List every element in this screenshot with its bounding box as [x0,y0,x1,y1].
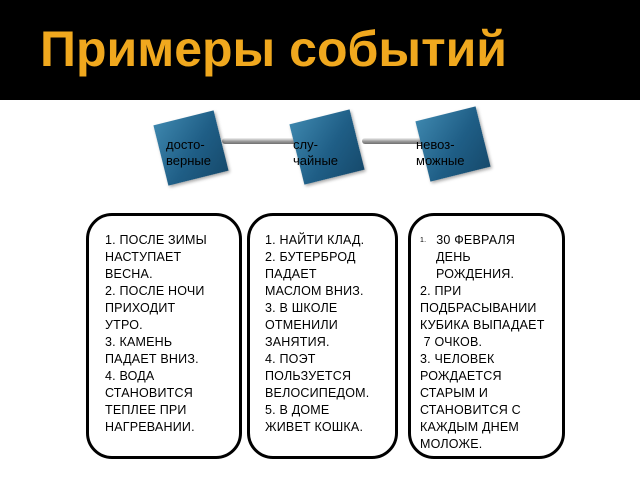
list-item: ЗАНЯТИЯ. [265,335,330,349]
list-item: РОЖДАЕТСЯ [420,369,502,384]
list-item: ПРИХОДИТ [105,301,176,315]
examples-box-impossible [408,213,565,459]
list-item: ТЕПЛЕЕ ПРИ [105,403,187,417]
list-item: СТАРЫМ И [420,386,489,401]
list-item: ДЕНЬ [436,250,471,265]
list-item: НАСТУПАЕТ [105,250,182,264]
list-item: ПОЛЬЗУЕТСЯ [265,369,352,383]
list-item: 2. ПРИ [420,284,462,299]
list-item: 3. КАМЕНЬ [105,335,173,349]
category-label-line: можные [416,153,465,168]
category-label-line: чайные [293,153,339,168]
list-item: ПОДБРАСЫВАНИИ [420,301,537,316]
category-label-random: слу-чайные [293,137,338,169]
examples-list-certain: 1. ПОСЛЕ ЗИМЫ НАСТУПАЕТ ВЕСНА. 2. ПОСЛЕ … [105,232,207,436]
list-item: ОТМЕНИЛИ [265,318,338,332]
list-item: 4. ВОДА [105,369,155,383]
list-item: ЖИВЕТ КОШКА. [265,420,364,434]
list-item: КАЖДЫМ ДНЕМ [420,420,520,435]
list-item: 2. БУТЕРБРОД [265,250,356,264]
list-item: МАСЛОМ ВНИЗ. [265,284,364,298]
list-item: КУБИКА ВЫПАДАЕТ [420,318,545,333]
list-item: 3. В ШКОЛЕ [265,301,338,315]
list-item: РОЖДЕНИЯ. [436,267,515,282]
category-label-line: слу- [293,137,318,152]
list-item: СТАНОВИТСЯ [105,386,193,400]
list-item: 7 ОЧКОВ. [420,335,483,350]
category-label-line: верные [166,153,211,168]
list-item: УТРО. [105,318,143,332]
connector-left [222,138,304,144]
list-item-text: 30 ФЕВРАЛЯ [436,233,516,247]
list-item: ВЕЛОСИПЕДОМ. [265,386,370,400]
list-item: 5. В ДОМЕ [265,403,330,417]
slide-title: Примеры событий [40,21,508,77]
category-label-line: невоз- [416,137,455,152]
examples-box-random [247,213,398,459]
list-item: 2. ПОСЛЕ НОЧИ [105,284,205,298]
list-item: 1. 30 ФЕВРАЛЯ [420,232,545,249]
list-item: 3. ЧЕЛОВЕК [420,352,495,367]
title-bar: Примеры событий [0,0,640,100]
examples-list-impossible: 1. 30 ФЕВРАЛЯ ДЕНЬ РОЖДЕНИЯ. 2. ПРИ ПОДБР… [420,232,545,453]
list-item: ВЕСНА. [105,267,153,281]
connector-right [362,138,434,144]
list-item: МОЛОЖЕ. [420,437,483,452]
list-item: 4. ПОЭТ [265,352,316,366]
category-label-line: досто- [166,137,205,152]
list-item: НАГРЕВАНИИ. [105,420,195,434]
list-item: ПАДАЕТ ВНИЗ. [105,352,199,366]
list-item: ПАДАЕТ [265,267,317,281]
category-label-certain: досто-верные [166,137,211,169]
category-label-impossible: невоз-можные [416,137,464,169]
examples-list-random: 1. НАЙТИ КЛАД. 2. БУТЕРБРОД ПАДАЕТ МАСЛО… [265,232,369,436]
list-item: СТАНОВИТСЯ С [420,403,521,418]
list-item: 1. ПОСЛЕ ЗИМЫ [105,233,207,247]
examples-box-certain [86,213,242,459]
list-number: 1. [420,237,427,245]
list-item: 1. НАЙТИ КЛАД. [265,233,365,247]
